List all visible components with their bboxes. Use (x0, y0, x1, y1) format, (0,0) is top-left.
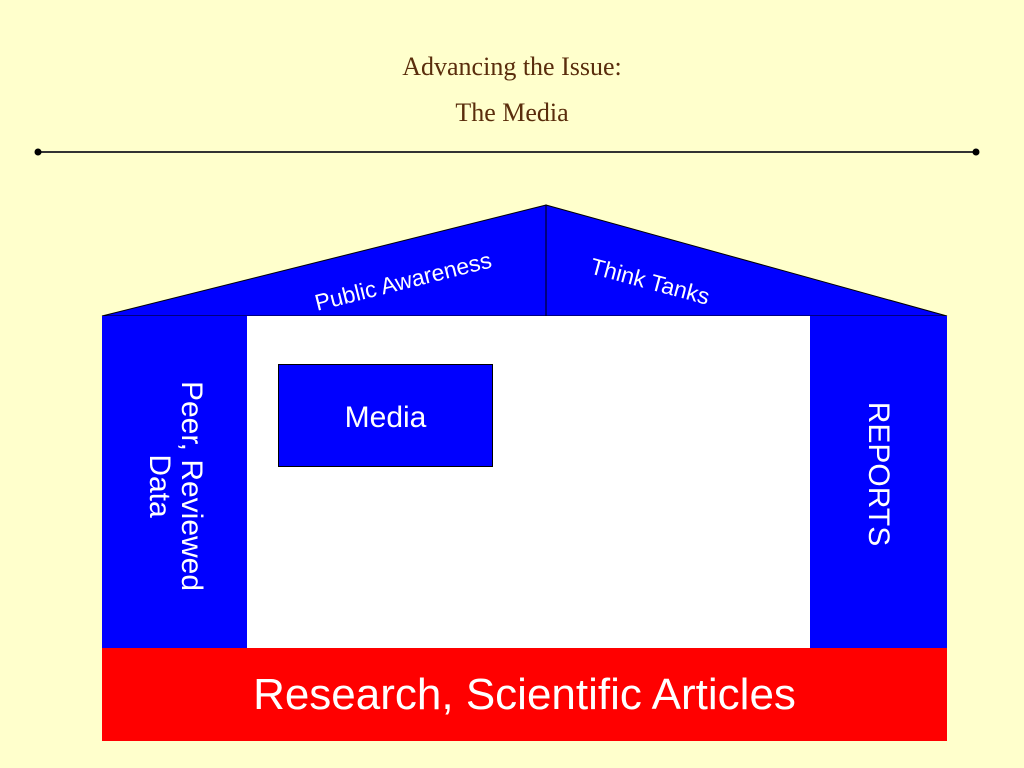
foundation-label: Research, Scientific Articles (253, 670, 796, 719)
media-box: Media (278, 364, 493, 467)
pillar-left-label-line1: Peer, Reviewed (175, 380, 208, 592)
divider-dot-right (972, 148, 980, 156)
foundation-block: Research, Scientific Articles (102, 648, 947, 741)
pillar-left-label-line2: Data (143, 454, 176, 518)
title-line-1: Advancing the Issue: (402, 52, 622, 81)
title-line-2: The Media (455, 98, 569, 127)
pillar-right-label: REPORTS (862, 401, 895, 547)
divider-dot-left (34, 148, 42, 156)
pillar-left (102, 316, 247, 648)
pillar-right (810, 316, 947, 648)
pillar-left-label: Peer, Reviewed Data (143, 351, 208, 621)
media-label: Media (344, 401, 427, 434)
